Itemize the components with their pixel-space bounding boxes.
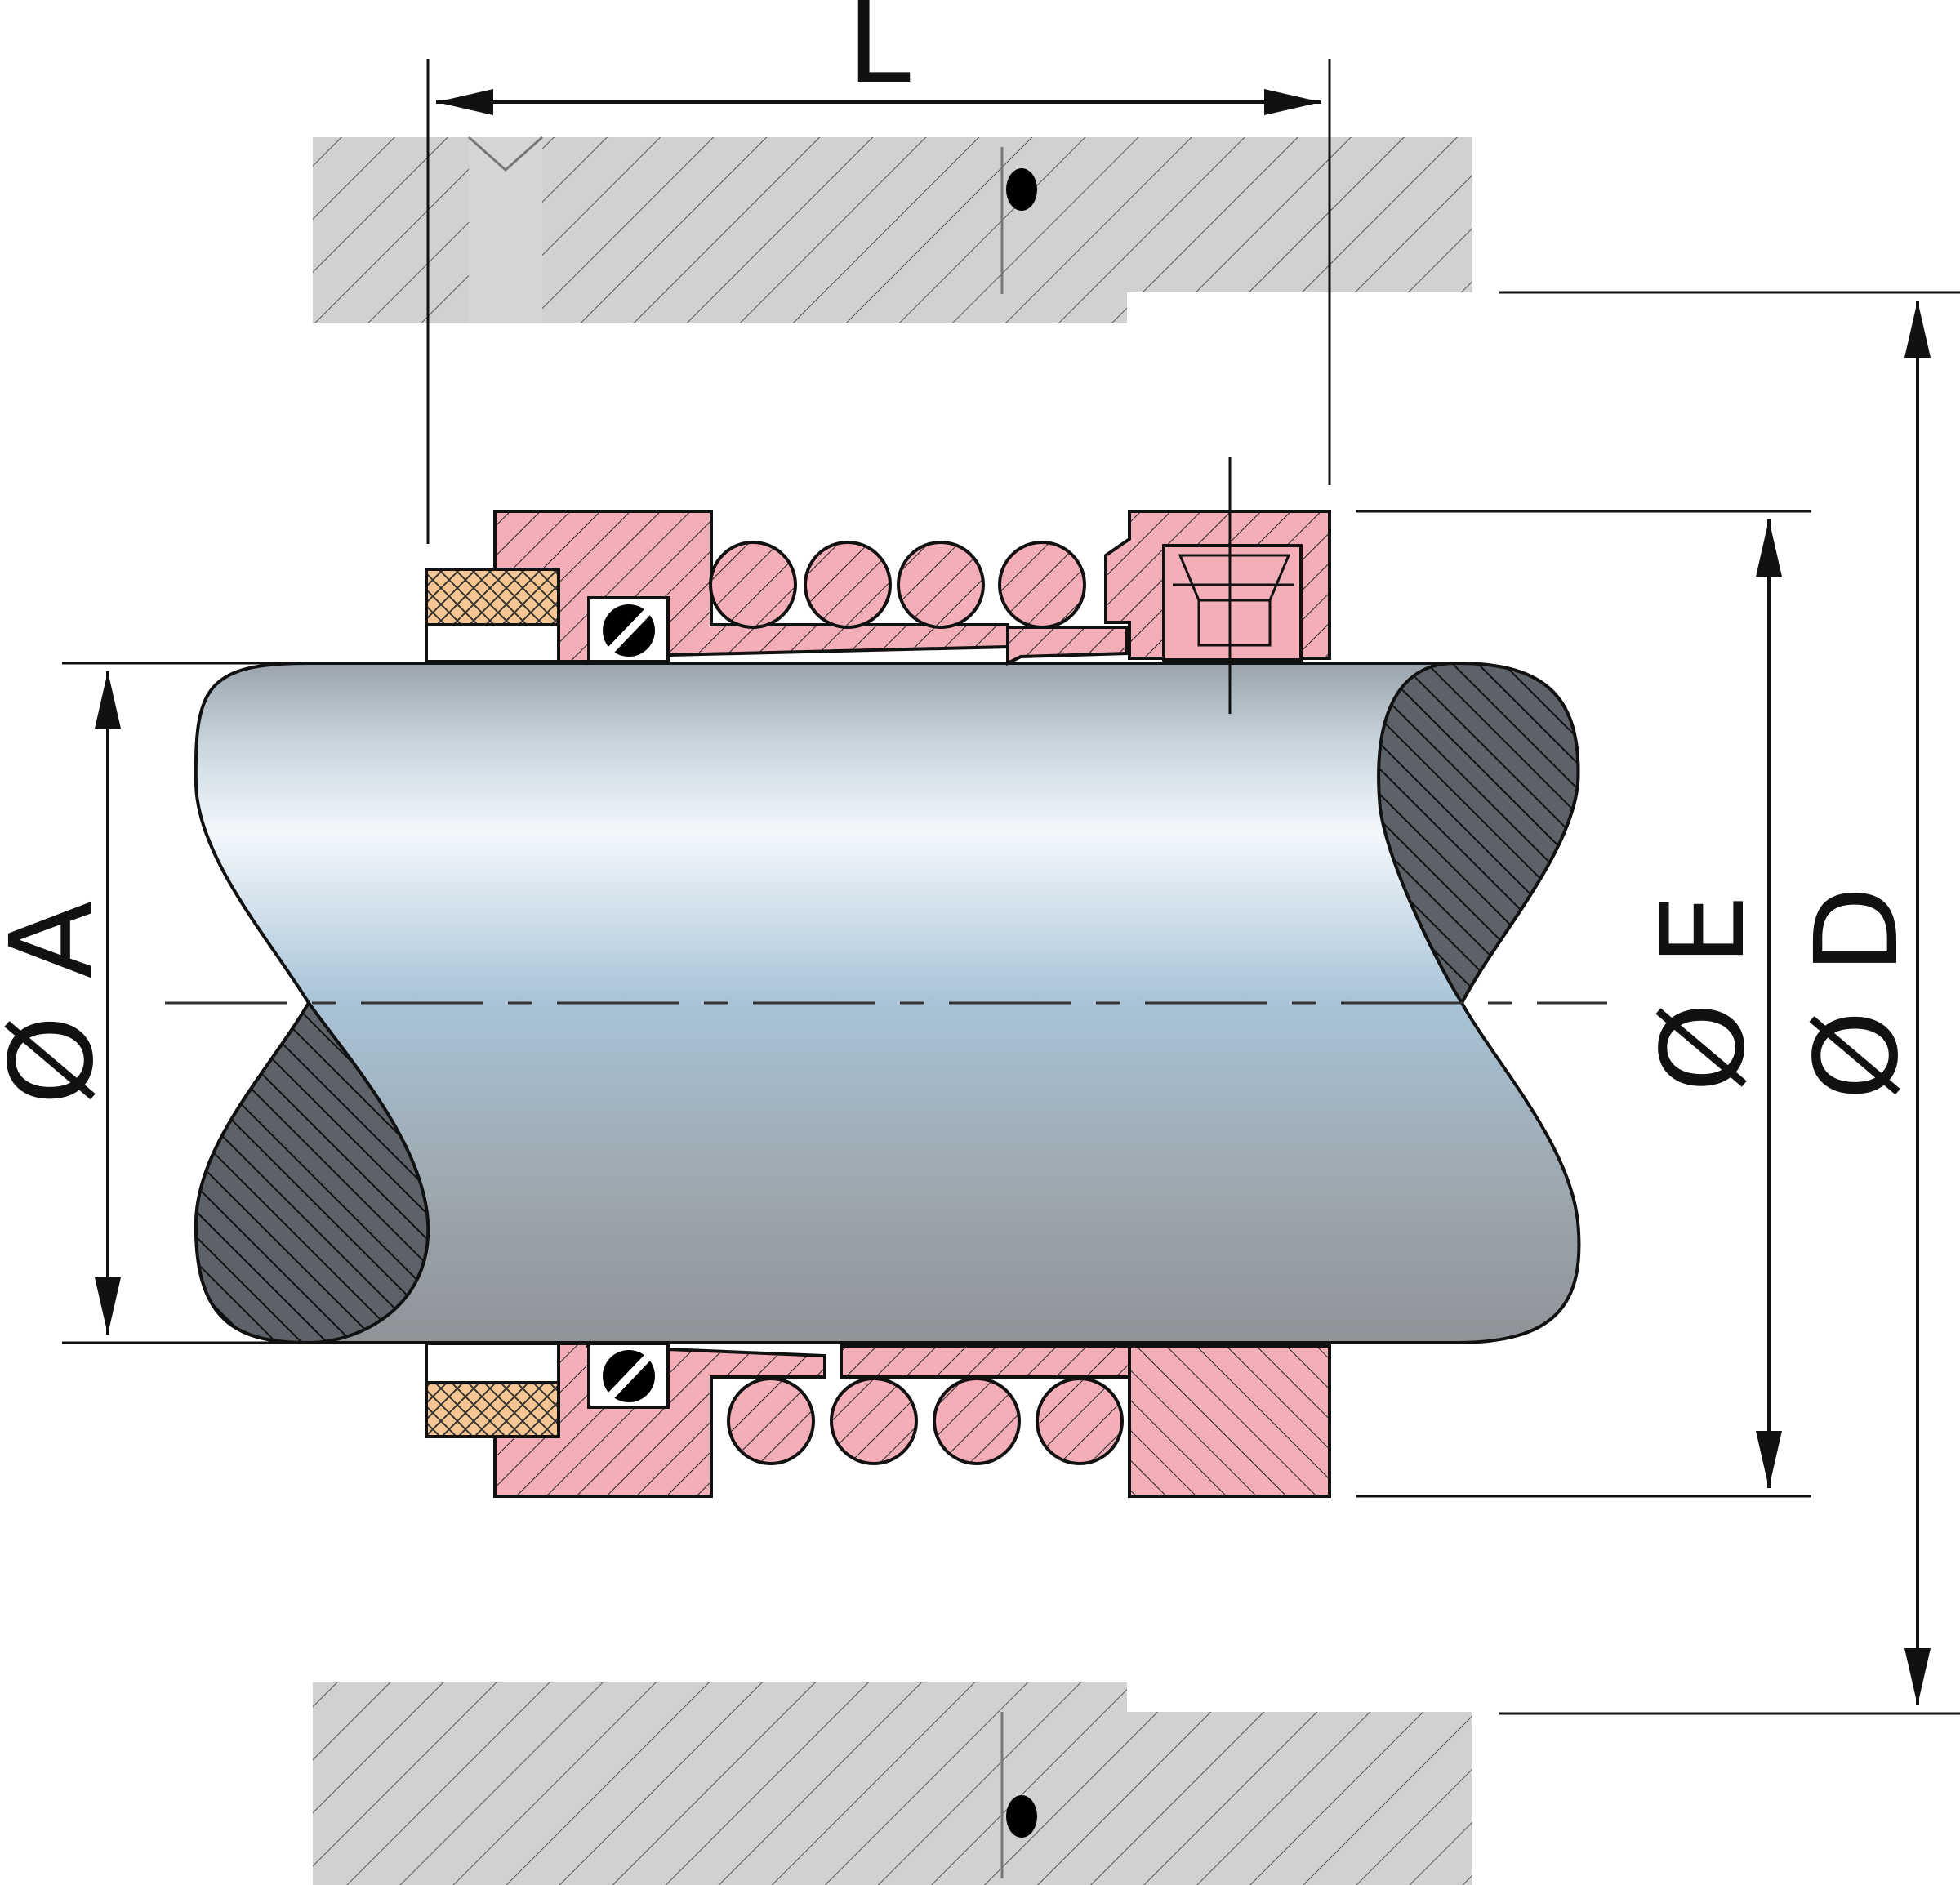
housing-bottom bbox=[313, 1682, 1472, 1885]
spring-coil bbox=[998, 541, 1086, 629]
spring-coil bbox=[897, 541, 985, 629]
seal-top bbox=[425, 457, 1331, 714]
dimension-label-a: Ø A bbox=[0, 901, 119, 1105]
spring-coil bbox=[933, 1377, 1021, 1465]
housing-top bbox=[313, 136, 1472, 323]
dimension-bore-diameter: Ø D bbox=[1499, 291, 1960, 1715]
spring-coil bbox=[727, 1377, 815, 1465]
dimension-label-d: Ø D bbox=[1791, 886, 1924, 1101]
spring-coil bbox=[830, 1377, 918, 1465]
packing-ring-bottom bbox=[425, 1381, 560, 1438]
o-ring-top bbox=[1006, 168, 1037, 211]
set-screw bbox=[1178, 554, 1291, 602]
dimension-length: L bbox=[426, 0, 1331, 544]
spring-coil bbox=[709, 541, 797, 629]
spring-coil bbox=[804, 541, 892, 629]
spring-sleeve-bottom bbox=[840, 1344, 1131, 1379]
dimension-shaft-diameter: Ø A bbox=[0, 662, 309, 1344]
shaft bbox=[165, 661, 1607, 1345]
seal-collar-bottom bbox=[1128, 1344, 1331, 1498]
dimension-label-e: Ø E bbox=[1637, 893, 1771, 1092]
spring-coil bbox=[1036, 1377, 1124, 1465]
o-ring-bottom bbox=[1006, 1795, 1037, 1838]
seal-bottom bbox=[425, 1342, 1331, 1498]
dimension-seal-diameter: Ø E bbox=[1356, 510, 1811, 1498]
dimension-label-l: L bbox=[847, 0, 911, 109]
packing-ring-top bbox=[425, 568, 560, 626]
spring-sleeve-top bbox=[1006, 626, 1129, 666]
